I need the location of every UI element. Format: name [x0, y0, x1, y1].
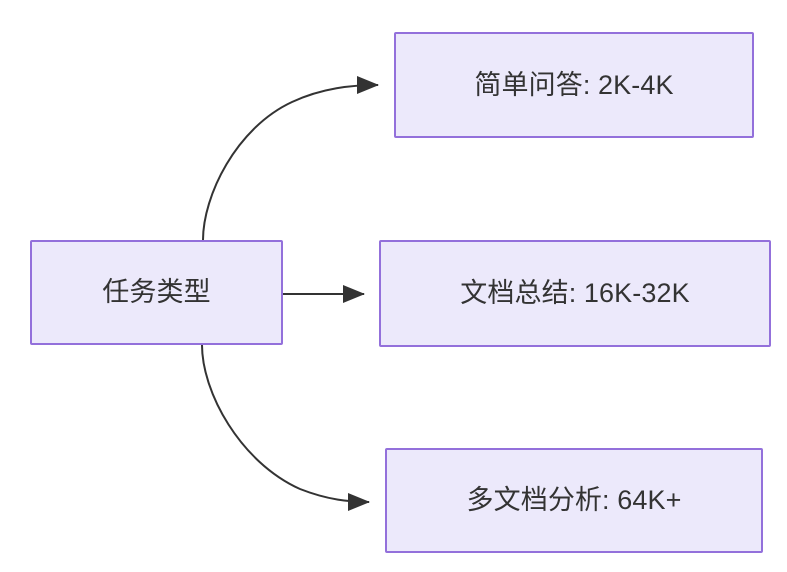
- node-simple-qa-label: 简单问答: 2K-4K: [474, 69, 674, 100]
- edge-root-to-multi-doc: [201, 344, 370, 511]
- node-doc-summary[interactable]: 文档总结: 16K-32K: [379, 240, 771, 347]
- node-simple-qa[interactable]: 简单问答: 2K-4K: [394, 32, 754, 138]
- node-doc-summary-label: 文档总结: 16K-32K: [460, 278, 690, 309]
- edge-root-to-simple-qa: [202, 76, 379, 241]
- node-multi-doc-analysis-label: 多文档分析: 64K+: [466, 485, 682, 516]
- node-task-type-label: 任务类型: [102, 277, 211, 308]
- node-multi-doc-analysis[interactable]: 多文档分析: 64K+: [385, 448, 763, 553]
- node-task-type[interactable]: 任务类型: [30, 240, 283, 345]
